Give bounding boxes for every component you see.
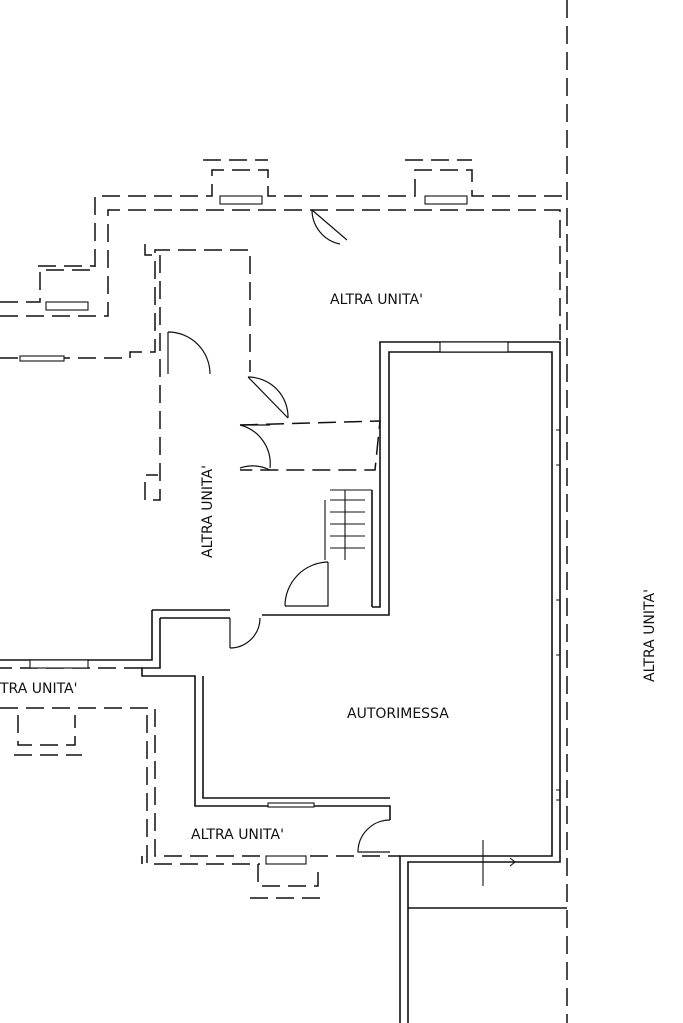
window-left-lower [29,659,89,669]
crack-mark [482,840,516,886]
garage-wall-inner [388,351,553,1023]
door-access [229,617,261,649]
window-bottom-garage [267,802,315,808]
left-access-wall [0,609,391,820]
upper-neighbour-outline [0,169,567,303]
lower-balcony-right [250,864,322,899]
door-upper-right [311,209,348,245]
window-upper-1 [219,195,263,205]
window-left-middle [19,355,65,362]
label-left-room: ALTRA UNITA' [200,465,216,558]
upper-balcony-left [38,159,472,267]
door-corridor-left-1 [239,424,271,469]
label-left-cut-room: TRA UNITA' [0,681,77,697]
corridor-dashed [239,420,381,471]
door-left-room [167,331,211,375]
door-lower-room [357,819,391,853]
garage-right-jamb [556,429,561,801]
label-top-room: ALTRA UNITA' [330,292,423,308]
door-corridor-left-2 [239,465,271,471]
lower-balcony-left [14,715,82,756]
window-upper-2 [424,195,468,205]
lower-room-solid [141,856,567,909]
window-left-upper [45,301,89,311]
garage-wall-outer [379,341,561,1023]
upper-neighbour-inner [0,209,561,340]
stair-block [324,489,372,560]
door-stair [284,561,329,607]
label-garage: AUTORIMESSA [347,706,449,722]
door-corridor-top [247,376,289,419]
left-neighbour-outline-2 [144,244,161,501]
garage-wall-left [262,420,390,616]
label-bottom-room: ALTRA UNITA' [191,827,284,843]
window-lower-room [265,855,307,865]
window-top-garage [439,341,509,353]
left-neighbour-outline [0,249,251,372]
label-right-strip: ALTRA UNITA' [642,589,658,682]
